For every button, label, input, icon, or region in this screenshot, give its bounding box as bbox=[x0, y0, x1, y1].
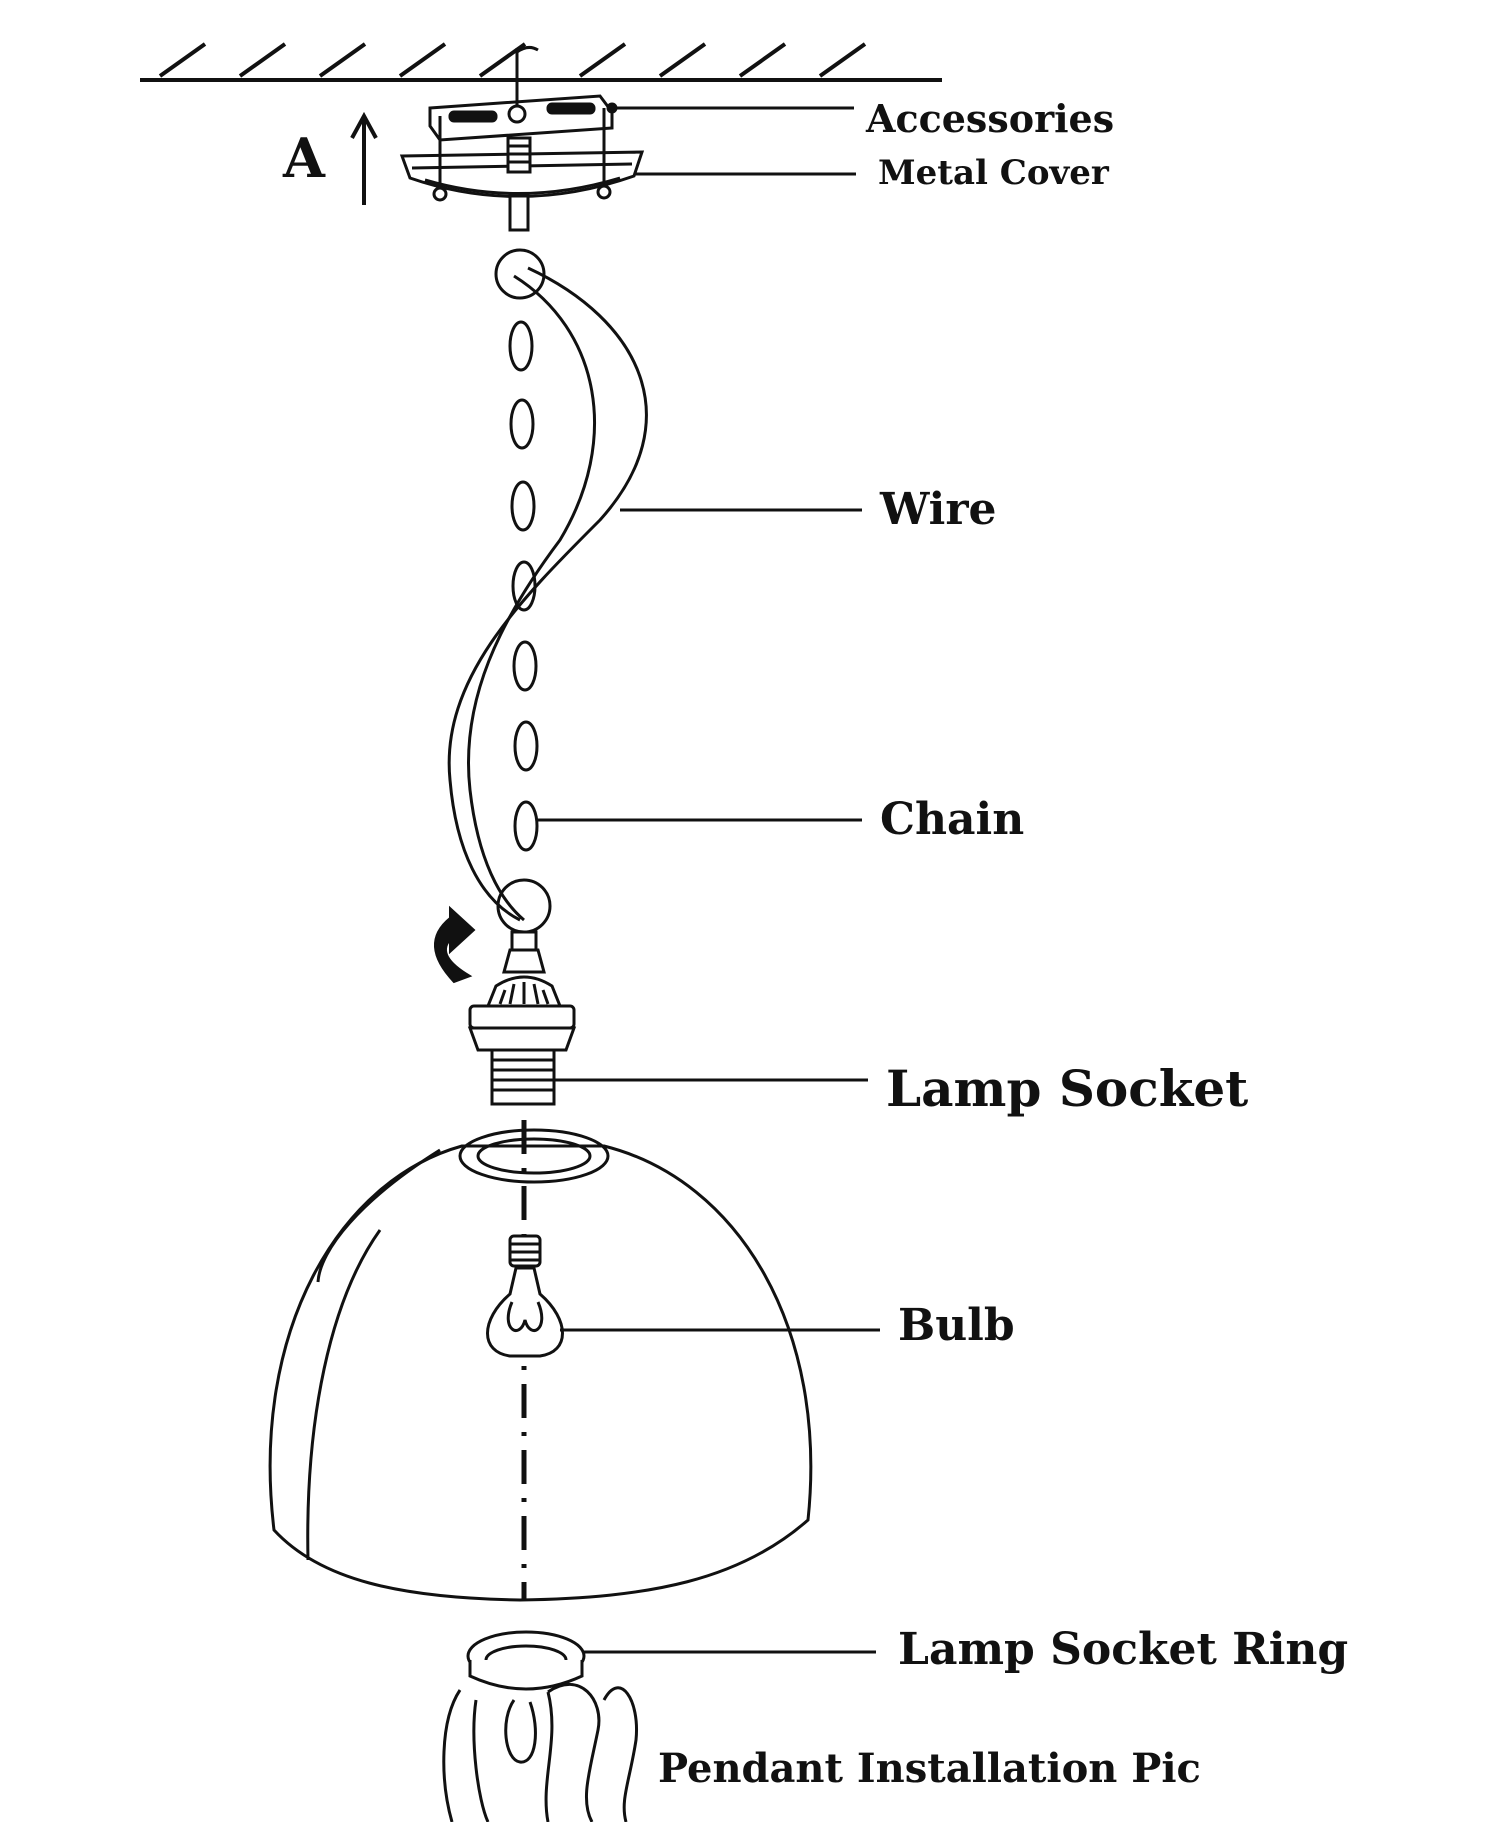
chain-label: Chain bbox=[880, 794, 1024, 845]
metal-cover-label: Metal Cover bbox=[878, 153, 1110, 193]
up-arrow-icon bbox=[350, 111, 378, 205]
lamp-socket-ring-label: Lamp Socket Ring bbox=[898, 1624, 1348, 1675]
accessories-bracket bbox=[428, 45, 614, 142]
lamp-socket-label: Lamp Socket bbox=[886, 1059, 1248, 1118]
rotate-arrow-icon bbox=[434, 905, 476, 984]
wire-label: Wire bbox=[879, 484, 997, 535]
lamp-socket bbox=[467, 930, 577, 1106]
direction-marker-label: A bbox=[282, 126, 326, 190]
metal-cover-canopy bbox=[399, 108, 645, 232]
leader-lines bbox=[536, 102, 880, 1654]
bulb-label: Bulb bbox=[898, 1300, 1015, 1351]
lamp-socket-ring bbox=[466, 1630, 586, 1691]
hand-icon bbox=[442, 1683, 639, 1822]
ceiling bbox=[140, 42, 942, 82]
chain bbox=[494, 248, 552, 934]
accessories-label: Accessories bbox=[865, 96, 1114, 141]
bulb bbox=[486, 1234, 564, 1358]
caption: Pendant Installation Pic bbox=[658, 1745, 1201, 1792]
wire bbox=[447, 266, 648, 922]
lamp-shade bbox=[268, 1128, 813, 1602]
